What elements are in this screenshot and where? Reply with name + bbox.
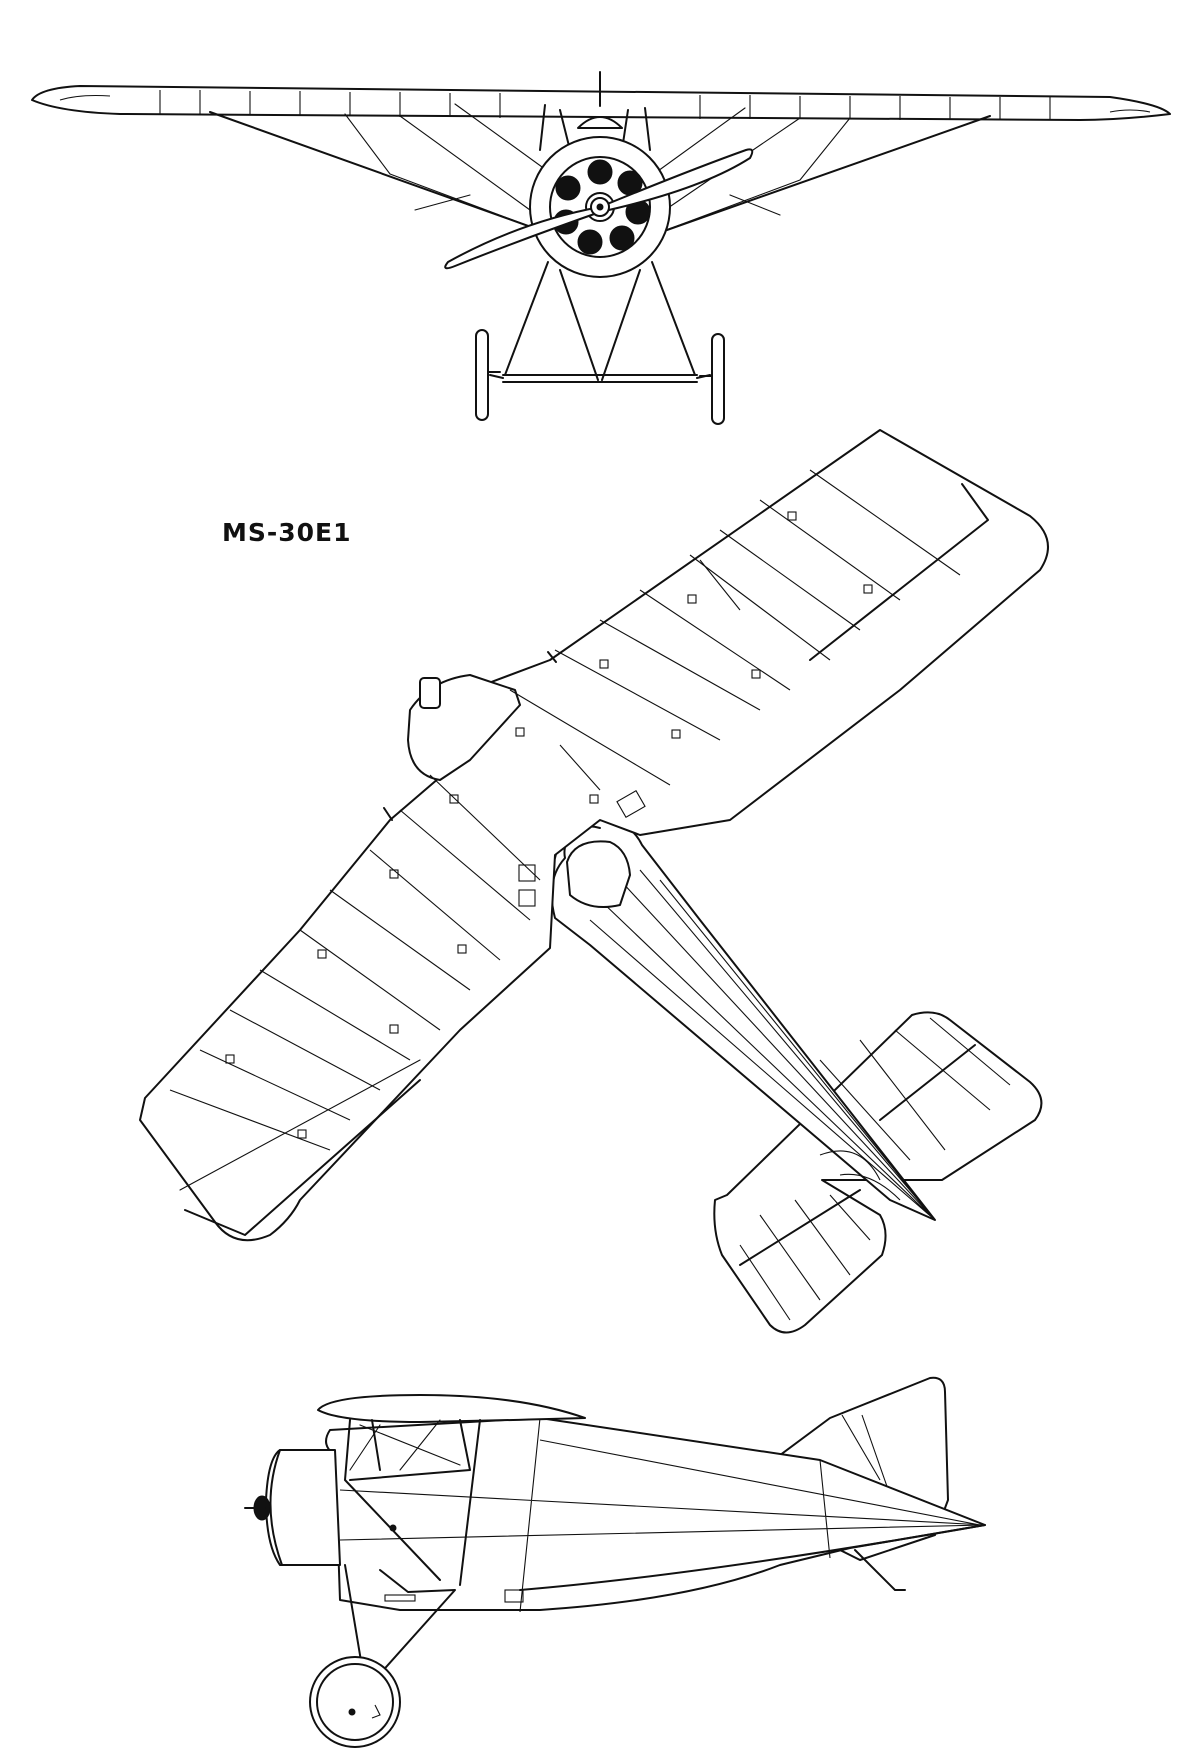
tailplane-ribs [739,1017,1011,1321]
wing-ribs-plan [169,469,961,1151]
parasol-wing-side [317,1394,586,1423]
front-view [31,71,1171,425]
inspection-panels [225,511,873,1139]
right-wheel [711,333,725,425]
ailerons-plan [179,483,989,1236]
fuselage-side-lines [339,1417,986,1613]
cockpit-opening [566,840,631,908]
side-view [244,1376,986,1748]
tail-skid [854,1549,906,1591]
engine-cylinders [553,159,651,255]
cabane-struts-side [344,1419,481,1586]
main-wheel-side [309,1656,401,1748]
top-view [139,429,1049,1334]
cabane-plan [383,651,557,821]
aircraft-designation-label: MS-30E1 [222,518,352,547]
left-wheel [475,329,489,421]
parasol-wing-plan [139,429,1049,1242]
front-view-wing-ribs [159,90,1051,120]
front-view-undercarriage [489,261,711,383]
fuselage-stringers [589,869,936,1221]
